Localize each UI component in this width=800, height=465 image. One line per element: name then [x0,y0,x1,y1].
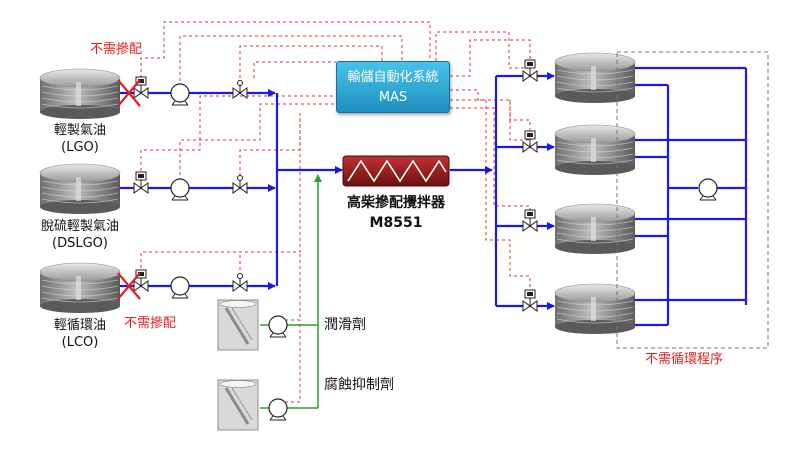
product-tank-3 [554,203,636,255]
valve-dslgo [232,175,248,194]
mas-title: 輸儲自動化系統 [347,70,439,85]
no-blend-cross-lco [117,272,141,300]
tank-lco [39,262,121,314]
tank-label-dslgo: 脫硫輕製氣油 (DSLGO) [20,218,140,252]
mixer-code: M8551 [369,215,423,231]
control-valve-product-3 [522,209,538,232]
tank-code: (LGO) [61,140,99,155]
lubricant-label: 潤滑劑 [324,317,366,333]
corrosion-inhibitor-drum [216,378,260,432]
tank-name: 輕製氣油 [53,123,106,138]
pump-dslgo [170,178,190,201]
tank-code: (LCO) [61,335,99,350]
control-valve-lgo [133,76,149,99]
no-blend-cross-lgo [117,79,141,107]
additive-lines [260,174,322,409]
valve-lco [232,273,248,292]
product-tank-4 [554,283,636,335]
no-blend-note-top: 不需摻配 [90,42,143,57]
pump-lco [170,276,190,299]
mixer-m8551 [342,155,450,187]
control-valve-lco [133,269,149,292]
corrosion-inhibitor-label: 腐蝕抑制劑 [324,377,394,393]
mixer-name: 高柴摻配攪拌器 [347,195,445,211]
corrosion-inhibitor-pump [268,398,288,421]
mas-system-box: 輸儲自動化系統 MAS [336,61,450,113]
control-valve-product-4 [522,289,538,312]
lubricant-pump [268,315,288,338]
control-valve-product-2 [522,130,538,153]
lubricant-drum [216,298,260,352]
tank-name: 輕循環油 [53,318,106,333]
no-blend-note-bottom: 不需摻配 [124,316,177,331]
tank-dslgo [39,163,121,215]
mixer-label: 高柴摻配攪拌器 M8551 [326,193,466,233]
flow-lines [115,66,748,329]
tank-label-lco: 輕循環油 (LCO) [30,317,130,351]
tank-label-lgo: 輕製氣油 (LGO) [30,122,130,156]
tank-lgo [39,68,121,120]
control-valve-product-1 [522,59,538,82]
circulation-pump [698,178,718,201]
pump-lgo [170,83,190,106]
tank-code: (DSLGO) [52,236,108,251]
tank-name: 脫硫輕製氣油 [40,219,119,234]
no-circulation-note: 不需循環程序 [645,352,724,367]
valve-lgo [232,80,248,99]
product-tank-1 [554,52,636,104]
control-valve-dslgo [133,171,149,194]
no-circulation-box [616,51,769,349]
product-tank-2 [554,124,636,176]
mas-code: MAS [378,90,408,105]
